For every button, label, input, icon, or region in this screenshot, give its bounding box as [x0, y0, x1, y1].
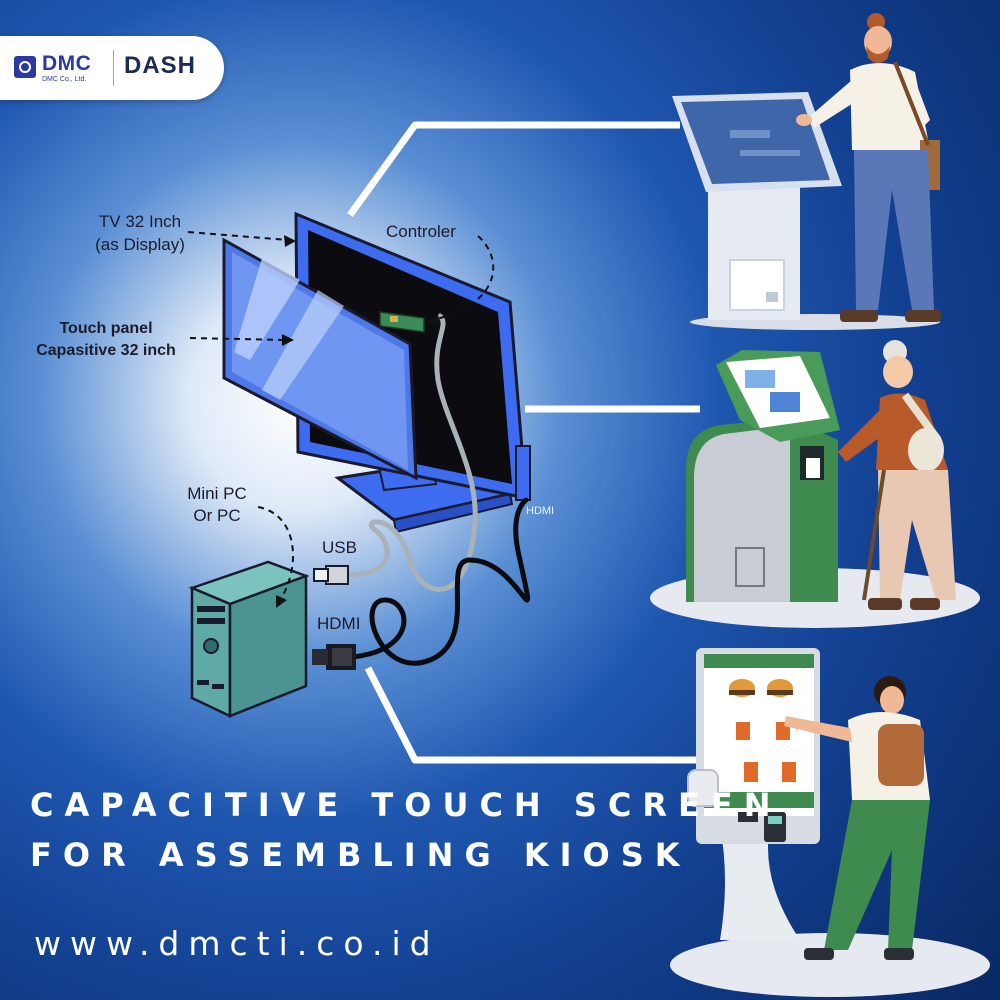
hdmi-monitor-label: HDMI — [526, 505, 555, 517]
touch-panel — [222, 237, 418, 481]
controller-label: Controler — [386, 222, 456, 241]
kiosk-green-terminal — [686, 350, 840, 602]
kiosk-food-ordering — [687, 648, 820, 940]
logo-divider — [113, 50, 114, 86]
controller-board — [379, 311, 425, 333]
arrow-heads — [276, 235, 440, 608]
hdmi-pc-label: HDMI — [317, 614, 361, 633]
mini-pc-label: Mini PC Or PC — [168, 483, 266, 527]
person-woman-backpack — [784, 676, 930, 960]
dmc-logo: DMC — [42, 52, 92, 75]
person-man-bearded — [796, 13, 941, 322]
tv-label-line2: (as Display) — [95, 235, 185, 254]
usb-label: USB — [322, 538, 357, 557]
dmc-globe-icon — [14, 56, 36, 78]
pc-tower — [188, 560, 310, 718]
website-url: www.dmcti.co.id — [34, 924, 440, 963]
mini-pc-line2: Or PC — [193, 506, 241, 525]
headline-line2: FOR ASSEMBLING KIOSK — [30, 836, 691, 874]
dmc-logo-subtitle: DMC Co., Ltd. — [42, 76, 87, 83]
usb-plug — [313, 565, 349, 585]
pointer-arrows — [187, 231, 495, 601]
tv-label-line1: TV 32 Inch — [98, 212, 182, 231]
food-items — [729, 679, 796, 782]
dash-logo: DASH — [124, 52, 197, 79]
connector-lines — [347, 121, 700, 764]
touch-panel-label: Touch panel Capasitive 32 inch — [6, 318, 206, 362]
touch-label-line2: Capasitive 32 inch — [36, 342, 176, 359]
person-elderly-woman — [838, 340, 956, 610]
cables — [345, 313, 531, 666]
headline-line1: CAPACITIVE TOUCH SCREEN — [30, 786, 782, 824]
hdmi-plug — [312, 644, 356, 670]
tv-label: TV 32 Inch (as Display) — [70, 210, 210, 256]
touch-label-line1: Touch panel — [59, 320, 153, 337]
logo-bar: DMC DMC Co., Ltd. DASH — [0, 36, 224, 100]
mini-pc-line1: Mini PC — [187, 484, 247, 503]
